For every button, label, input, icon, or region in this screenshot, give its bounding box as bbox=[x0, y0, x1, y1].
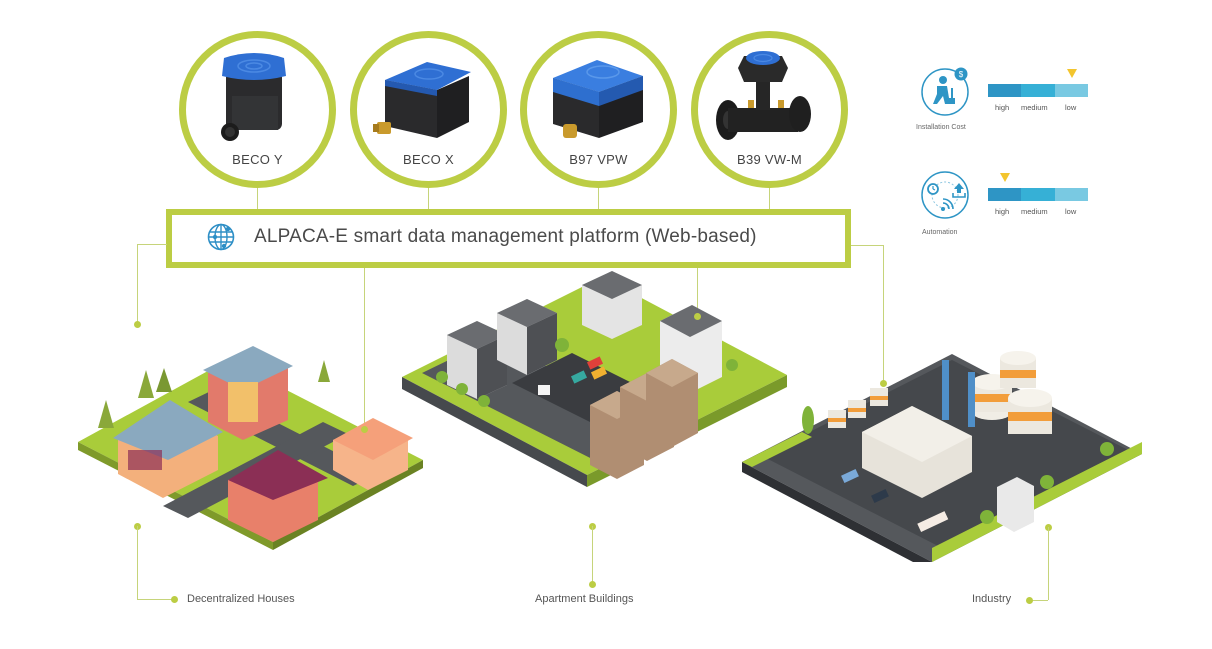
scene-label-industry: Industry bbox=[972, 593, 1012, 605]
legend-label: Installation Cost bbox=[916, 124, 966, 131]
svg-text:$: $ bbox=[959, 70, 964, 79]
water-meter-beco-y-icon bbox=[221, 53, 286, 141]
scale-low bbox=[1055, 188, 1088, 201]
scale-low bbox=[1055, 84, 1088, 97]
industry-illustration bbox=[742, 351, 1142, 562]
scale-label-high: high bbox=[995, 207, 1010, 216]
meter-b97-vpw[interactable]: B97 VPW bbox=[520, 31, 677, 188]
connector-dot bbox=[694, 313, 701, 320]
legend-automation: Automation high medium low bbox=[900, 163, 1110, 243]
connector-houses-inner bbox=[364, 268, 365, 430]
meter-beco-x[interactable]: BECO X bbox=[350, 31, 507, 188]
scale-medium bbox=[1021, 188, 1055, 201]
connector-dot bbox=[880, 380, 887, 387]
scale-label-low: low bbox=[1065, 103, 1077, 112]
level-marker-low bbox=[1067, 69, 1077, 78]
installer-cost-icon: $ bbox=[921, 67, 969, 116]
meter-b39-vw-m[interactable]: B39 VW-M bbox=[691, 31, 848, 188]
connector-dot bbox=[134, 321, 141, 328]
legend-installation-cost: $ Installation Cost high medium low bbox=[900, 60, 1110, 140]
level-marker-high bbox=[1000, 173, 1010, 182]
connector-industry-h bbox=[851, 245, 883, 246]
connector-dot bbox=[589, 581, 596, 588]
connector-industry-v bbox=[883, 245, 884, 385]
connector-houses-h bbox=[137, 244, 167, 245]
meter-label: B97 VPW bbox=[569, 152, 628, 167]
water-meter-b39-vw-m-icon bbox=[716, 51, 811, 140]
scale-label-low: low bbox=[1065, 207, 1077, 216]
connector-houses-v bbox=[137, 244, 138, 324]
connector-industry-bottom-h bbox=[1030, 600, 1048, 601]
meter-label: B39 VW-M bbox=[736, 152, 802, 167]
scene-label-houses: Decentralized Houses bbox=[187, 593, 295, 605]
scale-label-medium: medium bbox=[1021, 207, 1048, 216]
platform-box[interactable]: ALPACA-E smart data management platform … bbox=[166, 209, 851, 268]
connector-meter-2 bbox=[428, 188, 429, 209]
platform-label: ALPACA-E smart data management platform … bbox=[254, 226, 757, 247]
apartments-illustration bbox=[402, 271, 787, 487]
meter-beco-y[interactable]: BECO Y bbox=[179, 31, 336, 188]
houses-illustration bbox=[78, 346, 423, 550]
automation-icon bbox=[921, 171, 969, 219]
scene-label-apartments: Apartment Buildings bbox=[535, 593, 634, 605]
connector-houses-bottom-v bbox=[137, 526, 138, 599]
scale-label-medium: medium bbox=[1021, 103, 1048, 112]
connector-industry-bottom-v bbox=[1048, 527, 1049, 600]
meter-label: BECO X bbox=[403, 152, 454, 167]
connector-apartments bbox=[697, 268, 698, 318]
water-meter-b97-vpw-icon bbox=[553, 60, 643, 138]
connector-apartments-bottom bbox=[592, 526, 593, 584]
connector-meter-4 bbox=[769, 188, 770, 209]
water-meter-beco-x-icon bbox=[373, 62, 471, 138]
scale-high bbox=[988, 188, 1021, 201]
connector-houses-bottom-h bbox=[137, 599, 174, 600]
connector-dot bbox=[171, 596, 178, 603]
connector-meter-1 bbox=[257, 188, 258, 209]
connector-dot bbox=[1026, 597, 1033, 604]
scale-label-high: high bbox=[995, 103, 1010, 112]
connector-meter-3 bbox=[598, 188, 599, 209]
scale-high bbox=[988, 84, 1021, 97]
connector-dot bbox=[361, 426, 368, 433]
scale-medium bbox=[1021, 84, 1055, 97]
legend-label: Automation bbox=[922, 229, 958, 236]
meter-label: BECO Y bbox=[232, 152, 283, 167]
globe-network-icon bbox=[207, 223, 235, 251]
